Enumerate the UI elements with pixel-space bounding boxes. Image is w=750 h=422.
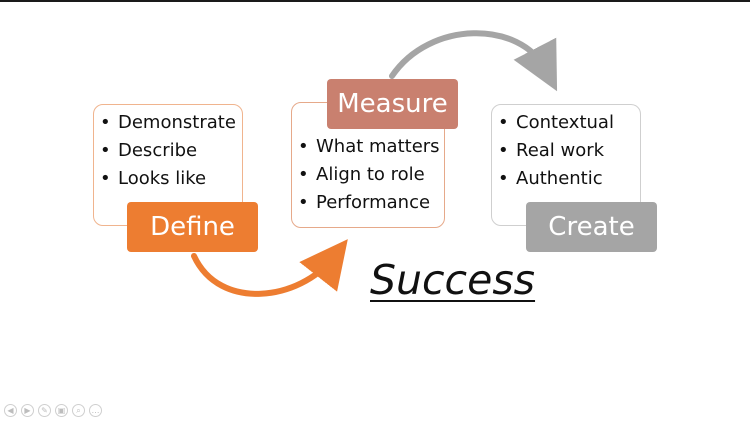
success-title: Success	[370, 256, 536, 304]
create-bullet: Authentic	[498, 165, 614, 193]
top-border	[0, 0, 750, 2]
create-label: Create	[526, 202, 657, 252]
more-icon[interactable]: …	[89, 404, 102, 417]
measure-bullet: Performance	[298, 189, 440, 217]
measure-bullet-list: What matters Align to role Performance	[298, 133, 440, 217]
create-bullet: Contextual	[498, 109, 614, 137]
player-controls: ◀ ▶ ✎ ▣ ⌕ …	[4, 404, 102, 417]
define-bullet: Looks like	[100, 165, 236, 193]
measure-bullet: What matters	[298, 133, 440, 161]
measure-to-create-arrow	[389, 30, 558, 92]
define-bullet: Demonstrate	[100, 109, 236, 137]
previous-icon[interactable]: ◀	[4, 404, 17, 417]
next-icon[interactable]: ▶	[21, 404, 34, 417]
slides-icon[interactable]: ▣	[55, 404, 68, 417]
create-bullet: Real work	[498, 137, 614, 165]
zoom-icon[interactable]: ⌕	[72, 404, 85, 417]
measure-label: Measure	[327, 79, 458, 129]
measure-bullet: Align to role	[298, 161, 440, 189]
define-bullet-list: Demonstrate Describe Looks like	[100, 109, 236, 193]
define-bullet: Describe	[100, 137, 236, 165]
pen-icon[interactable]: ✎	[38, 404, 51, 417]
define-label: Define	[127, 202, 258, 252]
create-bullet-list: Contextual Real work Authentic	[498, 109, 614, 193]
define-to-measure-arrow	[191, 239, 348, 297]
